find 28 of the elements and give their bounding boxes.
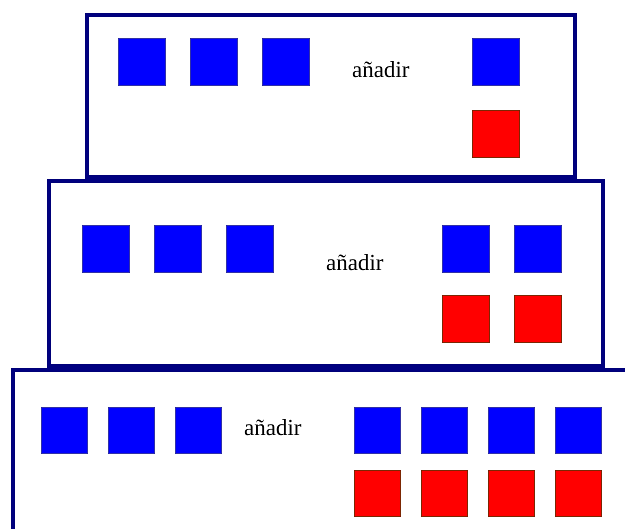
square <box>262 38 310 86</box>
square <box>108 407 155 454</box>
square <box>514 225 562 273</box>
marked-square <box>421 470 468 517</box>
panel-label: añadir <box>244 415 302 441</box>
marked-square <box>442 295 490 343</box>
square <box>118 38 166 86</box>
panel-label: añadir <box>352 57 410 83</box>
marked-square <box>354 470 401 517</box>
marked-square <box>488 470 535 517</box>
square <box>175 407 222 454</box>
square <box>472 38 520 86</box>
square <box>488 407 535 454</box>
marked-square <box>514 295 562 343</box>
square <box>190 38 238 86</box>
panel-box <box>85 13 577 179</box>
panel-label: añadir <box>326 250 384 276</box>
marked-square <box>555 470 602 517</box>
square <box>226 225 274 273</box>
square <box>154 225 202 273</box>
square <box>421 407 468 454</box>
square <box>442 225 490 273</box>
square <box>555 407 602 454</box>
square <box>82 225 130 273</box>
panel-box <box>11 368 625 529</box>
square <box>41 407 88 454</box>
square <box>354 407 401 454</box>
marked-square <box>472 110 520 158</box>
